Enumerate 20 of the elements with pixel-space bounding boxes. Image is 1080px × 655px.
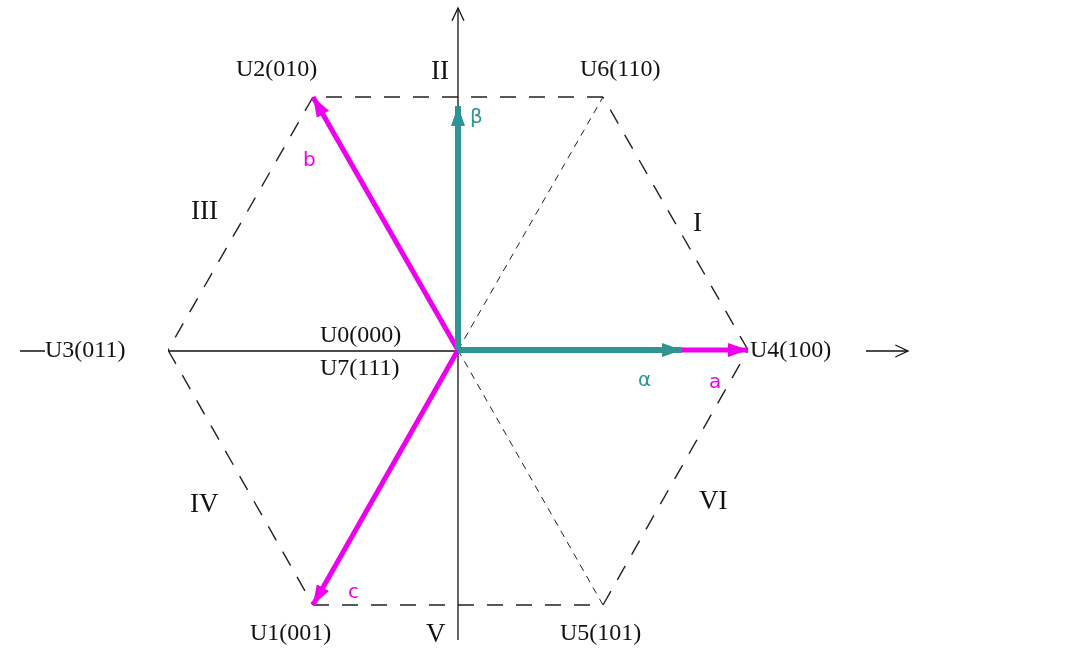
dashed-line	[167, 349, 314, 606]
sector-numeral: V	[426, 619, 446, 647]
vector-label: U3(011)	[45, 337, 168, 363]
sector-numeral: II	[431, 56, 449, 84]
vector-label: U0(000)	[320, 322, 402, 347]
vector-arrow	[451, 106, 465, 350]
vector-label: U6(110)	[580, 56, 700, 97]
vector-label: U5(101)	[560, 605, 682, 645]
vector-label: U7(111)	[320, 355, 400, 380]
vector-label: U2(010)	[236, 56, 356, 97]
sector-numeral: III	[191, 196, 218, 224]
vector-label: U4(100)	[748, 337, 866, 363]
dashed-line	[602, 96, 749, 351]
vector-arrow	[458, 343, 682, 357]
sector-numeral: I	[693, 208, 702, 236]
sector-numeral: VI	[699, 486, 728, 514]
vector-label: U1(001)	[250, 605, 372, 645]
sector-numeral: IV	[190, 489, 219, 517]
edge-label: β	[469, 105, 484, 127]
vector-arrow	[310, 348, 461, 607]
